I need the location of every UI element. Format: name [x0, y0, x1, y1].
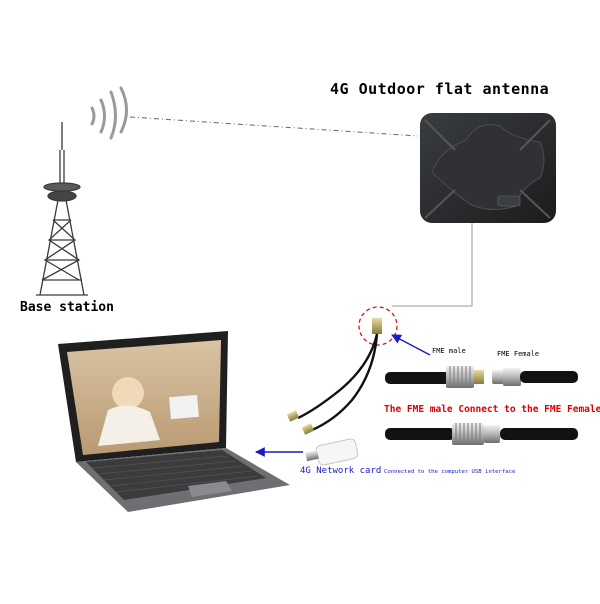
antenna-cable: [392, 223, 473, 307]
usb-note: Connected to the computer USB interface: [384, 469, 516, 475]
fme-connector-separate: [385, 366, 578, 388]
network-card-label: 4G Network card: [300, 466, 382, 476]
arrow-to-fme-male: [391, 334, 431, 356]
connection-note: The FME male Connect to the FME Female: [384, 404, 600, 415]
signal-link-line: [129, 116, 419, 137]
flat-antenna-image: [420, 113, 556, 223]
diagram-title: 4G Outdoor flat antenna: [330, 80, 550, 98]
signal-waves-icon: [90, 86, 128, 140]
base-station-tower: [36, 122, 88, 296]
connector-highlight-circle: [358, 306, 398, 346]
fme-male-label: FME male: [432, 347, 466, 355]
usb-network-card: [305, 438, 359, 466]
fme-connector-joined: [385, 423, 578, 445]
pigtail-cable: [286, 318, 382, 435]
fme-female-label: FME Female: [497, 350, 540, 358]
base-station-label: Base station: [20, 300, 114, 315]
laptop-image: [58, 331, 290, 512]
